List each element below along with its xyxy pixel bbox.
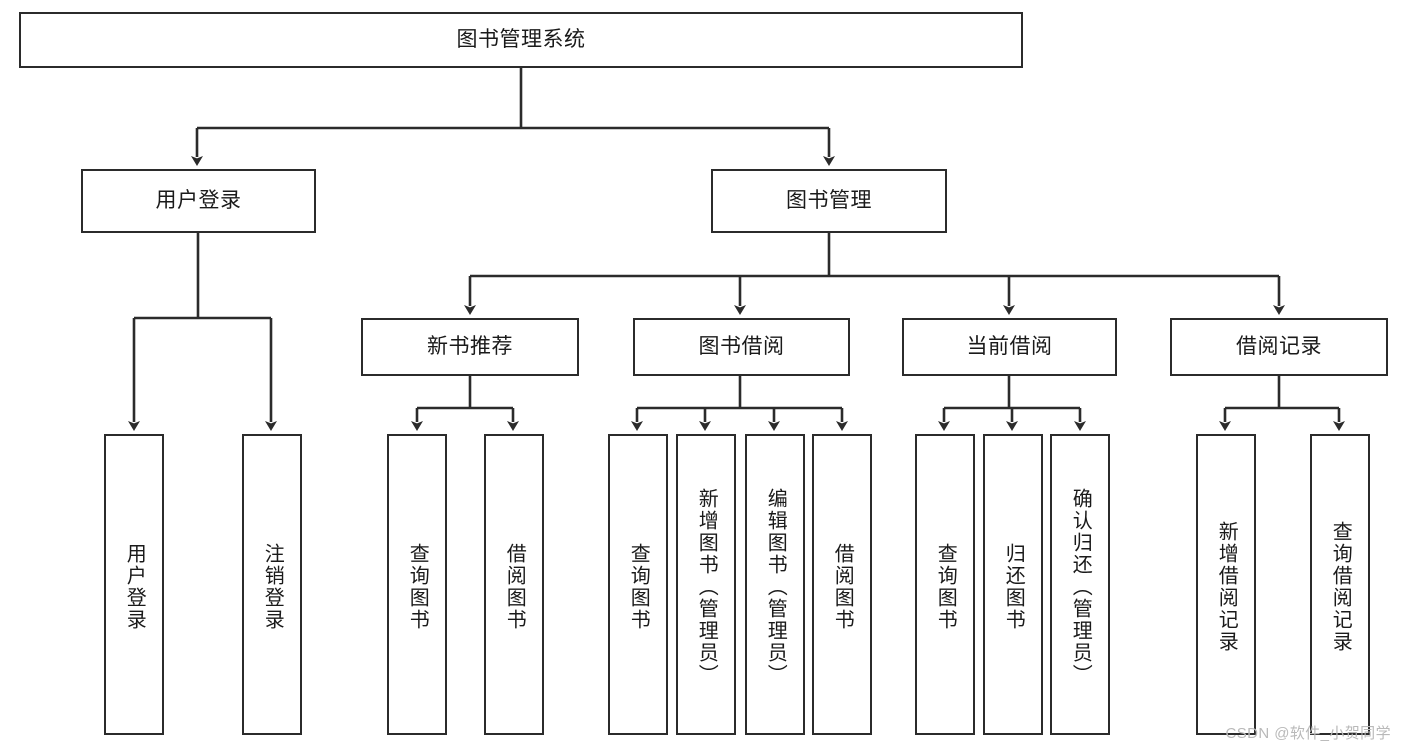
node-new-book-rec[interactable]: 新书推荐: [361, 318, 579, 376]
node-current-borrow-label: 当前借阅: [966, 335, 1053, 359]
node-leaf-user-login[interactable]: 用户登录: [104, 434, 164, 735]
node-book-borrow-label: 图书借阅: [698, 335, 785, 359]
node-leaf-borrow-book-2[interactable]: 借阅图书: [812, 434, 872, 735]
node-leaf-edit-book[interactable]: 编辑图书（管理员）: [745, 434, 805, 735]
node-leaf-add-book[interactable]: 新增图书（管理员）: [676, 434, 736, 735]
node-book-manage-label: 图书管理: [786, 189, 872, 213]
node-leaf-query-book-1-label: 查询图书: [406, 542, 429, 631]
node-leaf-query-record[interactable]: 查询借阅记录: [1310, 434, 1370, 735]
node-leaf-confirm-return-label: 确认归还（管理员）: [1069, 487, 1092, 686]
node-leaf-add-record-label: 新增借阅记录: [1215, 520, 1238, 653]
node-leaf-query-book-2[interactable]: 查询图书: [608, 434, 668, 735]
node-leaf-return-book-label: 归还图书: [1002, 542, 1025, 631]
node-leaf-confirm-return[interactable]: 确认归还（管理员）: [1050, 434, 1110, 735]
node-leaf-query-book-3-label: 查询图书: [934, 542, 957, 631]
node-book-borrow[interactable]: 图书借阅: [633, 318, 850, 376]
node-leaf-query-book-3[interactable]: 查询图书: [915, 434, 975, 735]
node-leaf-borrow-book-1-label: 借阅图书: [503, 542, 526, 631]
node-leaf-logout[interactable]: 注销登录: [242, 434, 302, 735]
node-leaf-borrow-book-1[interactable]: 借阅图书: [484, 434, 544, 735]
node-leaf-query-book-2-label: 查询图书: [627, 542, 650, 631]
node-borrow-record-label: 借阅记录: [1236, 335, 1322, 359]
node-user-login-label: 用户登录: [155, 189, 242, 213]
node-borrow-record[interactable]: 借阅记录: [1170, 318, 1388, 376]
node-leaf-user-login-label: 用户登录: [123, 542, 146, 631]
node-leaf-add-book-label: 新增图书（管理员）: [695, 487, 718, 686]
node-leaf-query-record-label: 查询借阅记录: [1329, 520, 1352, 653]
node-leaf-add-record[interactable]: 新增借阅记录: [1196, 434, 1256, 735]
node-leaf-return-book[interactable]: 归还图书: [983, 434, 1043, 735]
node-leaf-logout-label: 注销登录: [261, 542, 284, 631]
node-leaf-query-book-1[interactable]: 查询图书: [387, 434, 447, 735]
node-book-manage[interactable]: 图书管理: [711, 169, 947, 233]
node-current-borrow[interactable]: 当前借阅: [902, 318, 1117, 376]
node-root-label: 图书管理系统: [456, 28, 586, 52]
node-leaf-edit-book-label: 编辑图书（管理员）: [764, 487, 787, 686]
node-root[interactable]: 图书管理系统: [19, 12, 1023, 68]
node-user-login[interactable]: 用户登录: [81, 169, 316, 233]
node-new-book-rec-label: 新书推荐: [427, 335, 513, 359]
watermark: CSDN @软件_小贺同学: [1225, 725, 1391, 742]
node-leaf-borrow-book-2-label: 借阅图书: [831, 542, 854, 631]
